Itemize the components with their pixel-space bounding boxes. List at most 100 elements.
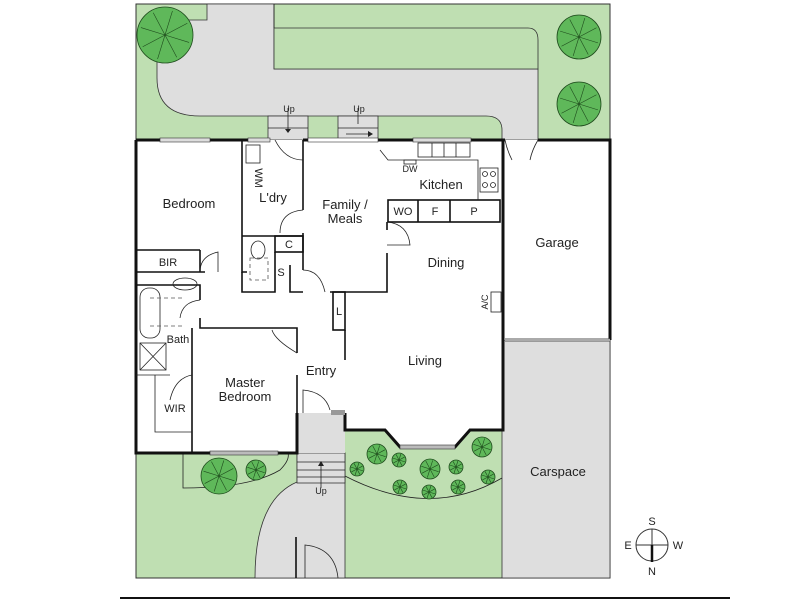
room-label-garage: Garage <box>535 235 578 250</box>
tree-branch <box>452 461 457 468</box>
tree-branch <box>484 471 489 478</box>
tree-branch <box>450 466 457 471</box>
tree-branch <box>253 469 257 479</box>
tree-branch <box>578 103 599 111</box>
door-swings[interactable] <box>169 139 411 413</box>
tree-branch <box>203 470 220 477</box>
tree-branch <box>218 460 225 477</box>
tree-branch <box>457 483 464 488</box>
tree-branch <box>578 94 597 105</box>
tree-branch <box>397 486 401 494</box>
room-label-living: Living <box>408 353 442 368</box>
step-up-label: Up <box>353 104 365 114</box>
tree-branch <box>422 489 430 493</box>
tree-branch <box>204 475 220 484</box>
tree-branch <box>578 17 586 38</box>
tree-branch <box>487 476 492 483</box>
interior-walls <box>136 140 502 453</box>
tree-branch <box>394 486 401 491</box>
tree-branch <box>455 486 459 494</box>
tree-branch <box>395 454 400 461</box>
label-wall-oven: WO <box>394 206 413 218</box>
tree-branch <box>479 446 483 456</box>
room-label-dining: Dining <box>428 255 465 270</box>
compass-south: S <box>648 516 655 528</box>
tree-branch <box>350 466 358 470</box>
tree-branch <box>426 491 430 499</box>
tree-branch <box>356 465 363 470</box>
room-label-bath: Bath <box>167 334 190 346</box>
compass-north: N <box>648 566 656 578</box>
step-up-label: Up <box>283 104 295 114</box>
tree-branch <box>423 491 430 496</box>
tree-branch <box>140 27 166 36</box>
tree-branch <box>578 84 586 105</box>
tree-branch <box>218 475 235 482</box>
tree-branch <box>425 460 431 470</box>
tree-branch <box>559 30 580 38</box>
tree-branch <box>376 453 382 463</box>
tree-branch <box>578 36 599 44</box>
tree-branch <box>451 484 459 488</box>
tree-branch <box>578 36 589 55</box>
rear-steps-right[interactable] <box>337 108 379 141</box>
label-pantry: P <box>470 206 477 218</box>
front-steps[interactable] <box>296 452 346 488</box>
tree-branch <box>477 438 483 448</box>
tree-branch <box>142 34 166 48</box>
trees <box>136 6 602 500</box>
tree-branch <box>255 469 261 479</box>
tree-branch <box>487 473 494 478</box>
room-label-entry: Entry <box>306 363 337 378</box>
tree-branch <box>356 468 361 475</box>
tree-branch <box>485 476 489 484</box>
tree-branch <box>164 34 190 43</box>
label-washing-machine: WM <box>252 168 264 188</box>
tree-branch <box>428 491 436 495</box>
label-storage: S <box>277 267 284 279</box>
tree-branch <box>398 459 406 463</box>
room-label-meals: Meals <box>328 211 363 226</box>
garage-floor <box>503 140 610 340</box>
tree-branch <box>211 461 220 477</box>
tree-branch <box>428 488 435 493</box>
tree-branch <box>368 451 378 455</box>
tree-branch <box>376 449 386 455</box>
tree-branch <box>429 464 439 470</box>
tree-branch <box>429 468 435 478</box>
tree-branch <box>455 460 459 468</box>
rear-steps-left[interactable] <box>267 108 309 141</box>
tree-branch <box>164 10 173 36</box>
step-up-label: Up <box>315 486 327 496</box>
tree-branch <box>428 491 433 498</box>
tree-branch <box>353 463 358 470</box>
windows <box>159 137 472 456</box>
room-label-bedroom: Bedroom <box>163 196 216 211</box>
tree-branch <box>421 468 431 474</box>
tree-branch <box>376 445 380 455</box>
tree-branch <box>449 464 457 468</box>
tree-branch <box>487 476 495 480</box>
compass-west: W <box>673 540 684 552</box>
carspace-area <box>501 339 611 579</box>
label-air-conditioner: A/C <box>480 294 490 310</box>
tree-branch <box>374 453 378 463</box>
tree-branch <box>157 34 166 60</box>
tree-branch <box>481 438 485 448</box>
tree-branch <box>164 34 178 58</box>
tree-branch <box>578 103 589 122</box>
tree-branch <box>569 19 580 38</box>
tree-branch <box>421 466 431 470</box>
room-label-kitchen: Kitchen <box>419 177 462 192</box>
tree-branch <box>473 444 483 448</box>
tree-branch <box>487 470 491 478</box>
driveway <box>156 3 539 141</box>
room-label-family: Family / <box>322 197 368 212</box>
label-dishwasher: DW <box>403 164 418 174</box>
tree-branch <box>455 466 460 473</box>
tree-branch <box>429 460 433 470</box>
tree-branch <box>455 463 462 468</box>
tree-branch <box>393 484 401 488</box>
tree-branch <box>428 485 432 493</box>
